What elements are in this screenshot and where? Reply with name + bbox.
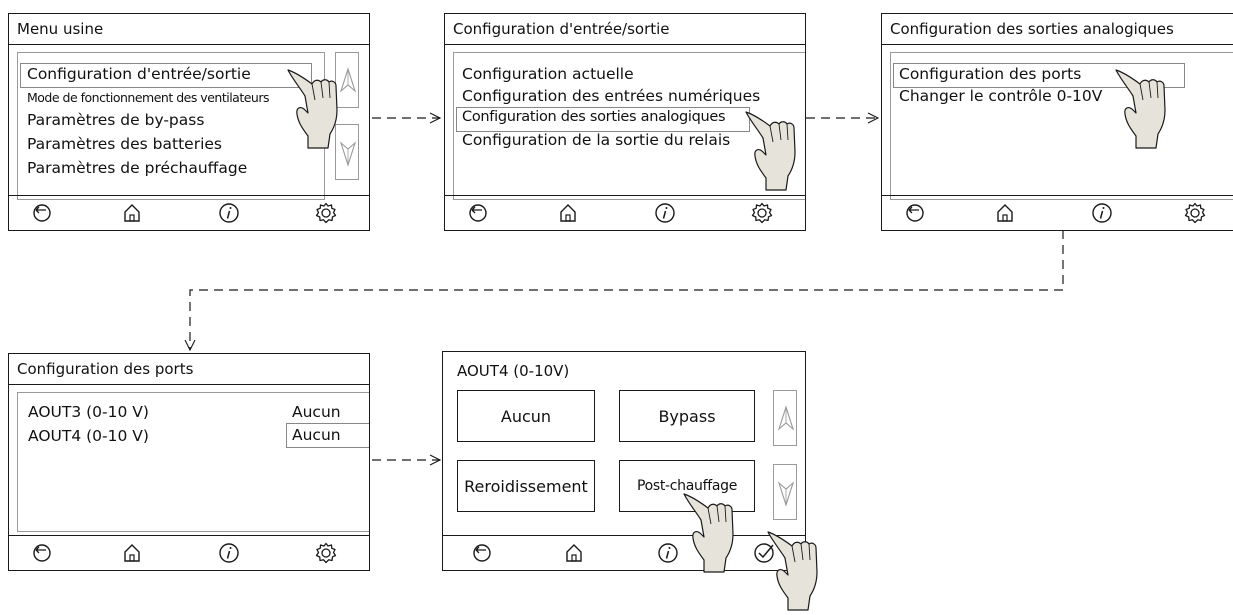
back-icon[interactable] [29, 200, 55, 226]
info-icon[interactable] [652, 200, 678, 226]
menu-item[interactable]: Paramètres des batteries [27, 135, 222, 153]
selection-highlight [20, 63, 312, 88]
arrow-down-icon [774, 465, 798, 521]
screen-title: AOUT4 (0-10V) [457, 362, 570, 380]
selection-highlight [893, 63, 1185, 88]
info-icon[interactable] [655, 540, 681, 566]
home-icon[interactable] [561, 540, 587, 566]
scroll-up-button[interactable] [773, 390, 797, 446]
selection-highlight [456, 107, 750, 132]
option-reroidissement-button[interactable]: Reroidissement [457, 460, 595, 512]
scroll-down-button[interactable] [773, 464, 797, 520]
selection-highlight [286, 423, 369, 448]
menu-item[interactable]: Configuration actuelle [462, 65, 634, 83]
home-icon[interactable] [119, 200, 145, 226]
info-icon[interactable] [1089, 200, 1115, 226]
scroll-down-button[interactable] [335, 124, 359, 180]
option-bypass-button[interactable]: Bypass [619, 390, 755, 442]
menu-item[interactable]: Changer le contrôle 0-10V [899, 87, 1103, 105]
menu-item[interactable]: Configuration des entrées numériques [462, 87, 761, 105]
screen-menu-usine: Menu usine Configuration d'entrée/sortie… [8, 13, 370, 231]
info-icon[interactable] [216, 200, 242, 226]
back-icon[interactable] [29, 540, 55, 566]
screen-title: Configuration des sorties analogiques [882, 14, 1233, 45]
settings-icon[interactable] [749, 200, 775, 226]
toolbar [445, 195, 805, 230]
menu-item[interactable]: Configuration d'entrée/sortie [27, 65, 251, 83]
menu-item[interactable]: Paramètres de by-pass [27, 111, 205, 129]
back-icon[interactable] [469, 540, 495, 566]
menu-item[interactable]: Configuration des ports [899, 65, 1082, 83]
screen-title: Configuration d'entrée/sortie [445, 14, 805, 45]
back-icon[interactable] [902, 200, 928, 226]
scroll-up-button[interactable] [335, 52, 359, 108]
menu-list: Configuration d'entrée/sortie Mode de fo… [17, 52, 325, 200]
hand-pointer-icon [764, 528, 820, 612]
arrow-screen3-to-screen4 [190, 230, 1064, 350]
toolbar [443, 535, 805, 570]
option-aucun-button[interactable]: Aucun [457, 390, 595, 442]
menu-list: Configuration actuelle Configuration des… [453, 52, 805, 200]
settings-icon[interactable] [1182, 200, 1208, 226]
back-icon[interactable] [465, 200, 491, 226]
toolbar [882, 195, 1233, 230]
hand-pointer-icon [1112, 66, 1168, 150]
menu-item[interactable]: Mode de fonctionnement des ventilateurs [27, 90, 270, 105]
toolbar [9, 535, 369, 570]
menu-list: Configuration des ports Changer le contr… [890, 52, 1233, 200]
home-icon[interactable] [119, 540, 145, 566]
hand-pointer-icon [742, 108, 798, 192]
port-list: AOUT3 (0-10 V) Aucun AOUT4 (0-10 V) Aucu… [17, 392, 369, 532]
menu-item[interactable]: Configuration des sorties analogiques [462, 109, 726, 125]
port-value[interactable]: Aucun [292, 426, 341, 444]
home-icon[interactable] [555, 200, 581, 226]
screen-config-ports: Configuration des ports AOUT3 (0-10 V) A… [8, 353, 370, 571]
screen-config-entree-sortie: Configuration d'entrée/sortie Configurat… [444, 13, 806, 231]
settings-icon[interactable] [313, 540, 339, 566]
arrow-up-icon [774, 391, 798, 447]
info-icon[interactable] [216, 540, 242, 566]
menu-item[interactable]: Configuration de la sortie du relais [462, 131, 731, 149]
option-post-chauffage-button[interactable]: Post-chauffage [619, 460, 755, 512]
port-label: AOUT4 (0-10 V) [28, 427, 149, 445]
screen-aout4-options: AOUT4 (0-10V) Aucun Bypass Reroidissemen… [442, 351, 806, 571]
port-label: AOUT3 (0-10 V) [28, 403, 149, 421]
port-value[interactable]: Aucun [292, 403, 341, 421]
toolbar [9, 195, 369, 230]
hand-pointer-icon [284, 66, 340, 150]
screen-title: Configuration des ports [9, 354, 369, 385]
hand-pointer-icon [680, 490, 736, 574]
home-icon[interactable] [992, 200, 1018, 226]
menu-item[interactable]: Paramètres de préchauffage [27, 159, 248, 177]
settings-icon[interactable] [313, 200, 339, 226]
screen-config-sorties-analogiques: Configuration des sorties analogiques Co… [881, 13, 1233, 231]
screen-title: Menu usine [9, 14, 369, 45]
